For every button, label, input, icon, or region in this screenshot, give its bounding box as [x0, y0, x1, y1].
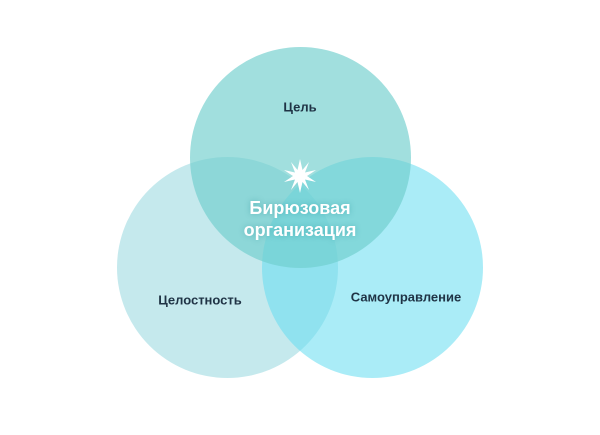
label-self-management: Самоуправление — [350, 289, 462, 305]
center-label: Бирюзовая организация — [244, 197, 357, 241]
center-label-line2: организация — [243, 220, 357, 240]
center-label-line1: Бирюзовая — [249, 198, 351, 218]
label-purpose: Цель — [283, 99, 317, 115]
star-burst-icon — [284, 159, 316, 193]
circle-purpose — [190, 47, 411, 268]
label-wholeness: Целостность — [158, 292, 242, 308]
